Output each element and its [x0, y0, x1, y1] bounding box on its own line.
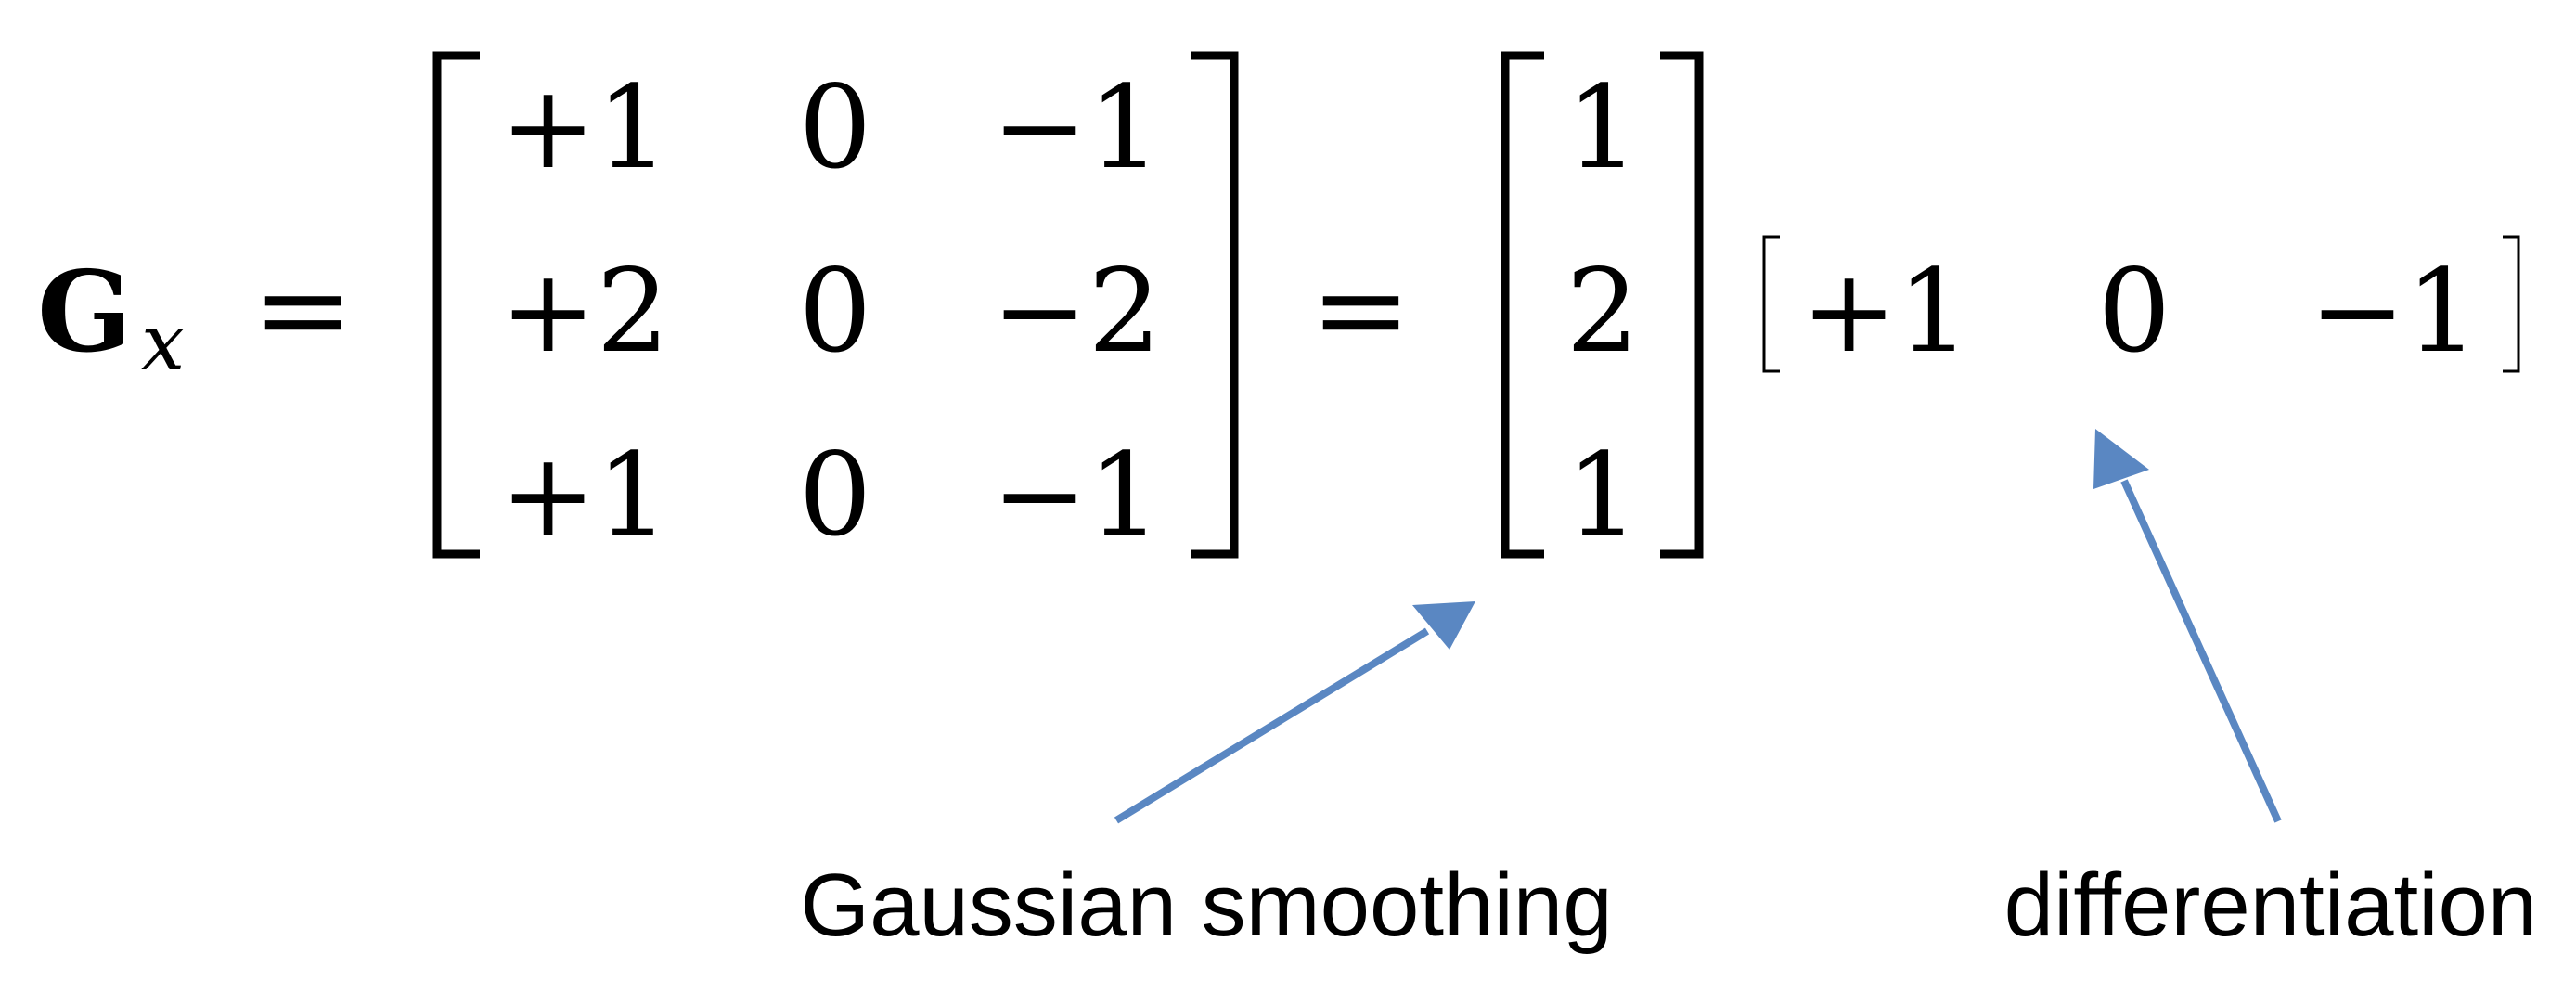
- arrow-head-icon: [2093, 429, 2149, 489]
- column-vector-cell: 2: [1566, 245, 1640, 379]
- matrix-left-bracket: [432, 51, 480, 559]
- row-right-bracket: [2503, 235, 2520, 373]
- matrix-right-bracket: [1191, 51, 1239, 559]
- matrix-cell: 0: [799, 429, 872, 562]
- row-vector-cell: 0: [2098, 245, 2171, 379]
- gaussian-smoothing-label: Gaussian smoothing: [800, 856, 1612, 955]
- matrix-cell: 0: [799, 61, 872, 195]
- row-vector: +1 0 −1: [1762, 235, 2520, 379]
- arrow-shaft: [1114, 627, 1430, 824]
- lhs-subscript: x: [141, 297, 185, 388]
- row-vector-cell: −1: [2310, 245, 2479, 379]
- differentiation-arrow: [2093, 429, 2282, 823]
- equals-sign-1: =: [252, 239, 354, 380]
- gaussian-smoothing-arrow: [1114, 601, 1475, 824]
- matrix-cell: +1: [500, 61, 670, 195]
- row-vector-cell: +1: [1801, 245, 1971, 379]
- column-left-bracket: [1501, 51, 1544, 559]
- lhs-symbol-group: G x: [37, 247, 185, 388]
- arrow-shaft: [2120, 479, 2282, 823]
- sobel-matrix: +1 0 −1 +2 0 −2 +1 0 −1: [432, 51, 1239, 562]
- equals-sign-2: =: [1310, 239, 1411, 380]
- matrix-cell: −2: [992, 245, 1162, 379]
- matrix-cell: −1: [992, 429, 1162, 562]
- matrix-cell: +2: [500, 245, 670, 379]
- column-right-bracket: [1660, 51, 1704, 559]
- matrix-cell: 0: [799, 245, 872, 379]
- column-vector-cell: 1: [1566, 61, 1640, 195]
- lhs-symbol: G: [37, 247, 132, 378]
- matrix-cell: −1: [992, 61, 1162, 195]
- arrow-head-icon: [1412, 601, 1475, 650]
- row-left-bracket: [1762, 235, 1780, 373]
- matrix-cell: +1: [500, 429, 670, 562]
- differentiation-label: differentiation: [2004, 856, 2538, 955]
- column-vector: 1 2 1: [1501, 51, 1704, 562]
- column-vector-cell: 1: [1566, 429, 1640, 562]
